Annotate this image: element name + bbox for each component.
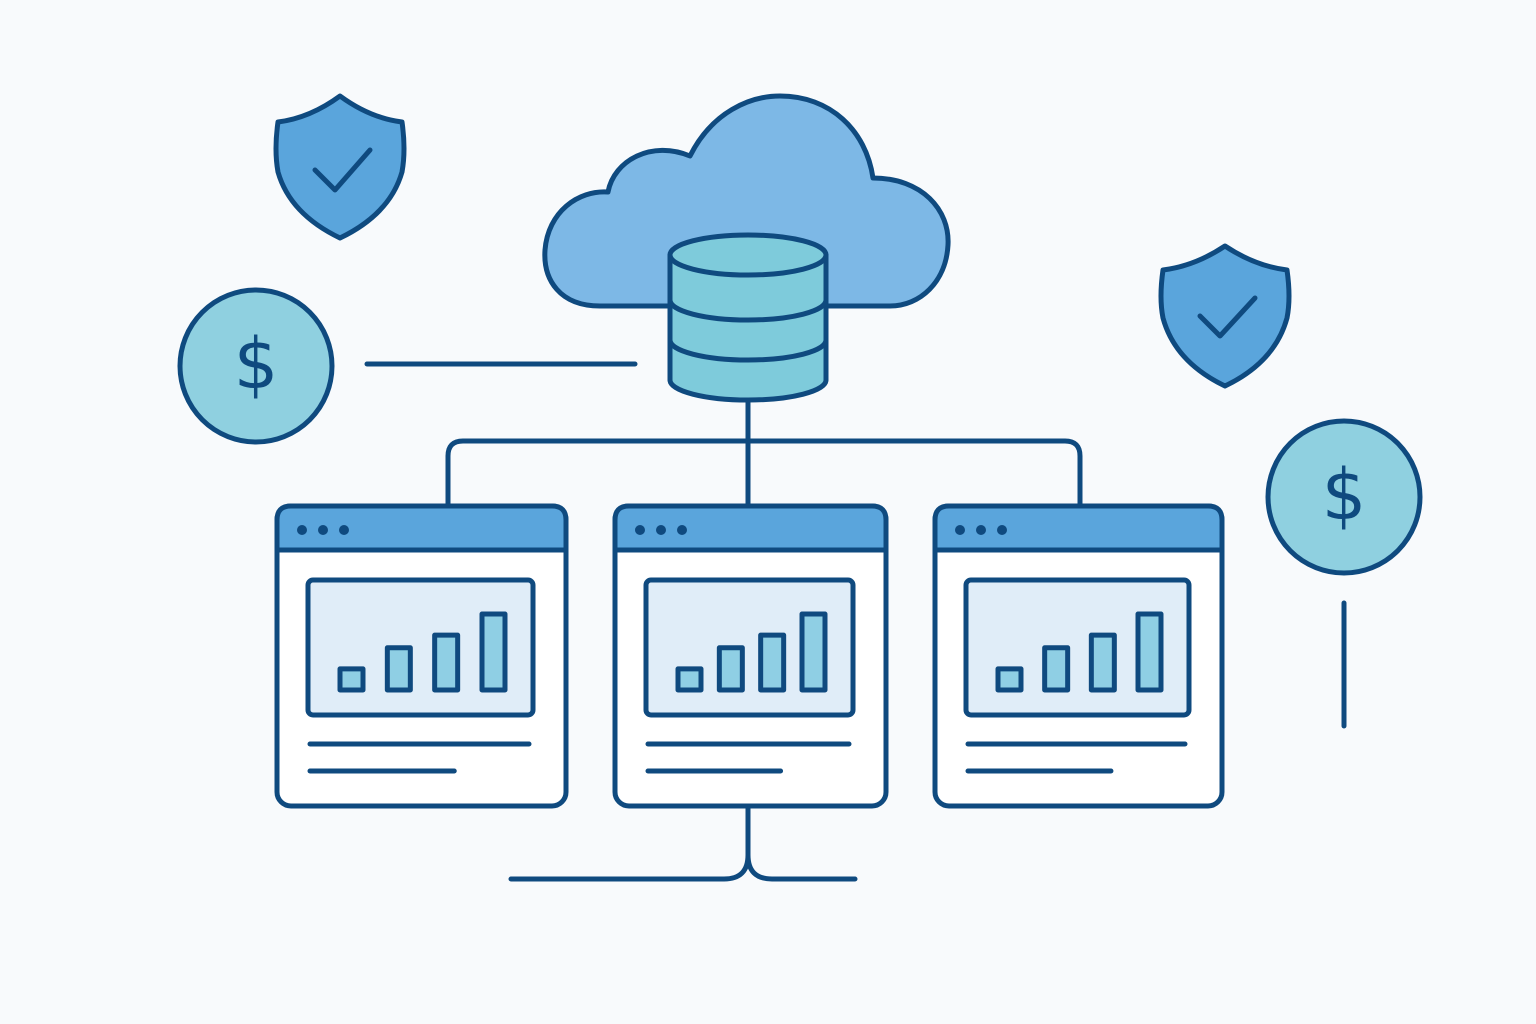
window-control-dot — [318, 525, 328, 535]
chart-bar — [432, 632, 461, 693]
chart-bar — [716, 645, 745, 693]
window-title-bar — [274, 503, 569, 553]
chart-bar — [384, 645, 413, 693]
shield-check-icon — [273, 93, 407, 241]
chart-bar — [337, 666, 366, 693]
branch-connector — [445, 438, 1083, 509]
bottom-connector — [508, 803, 858, 882]
chart-bar — [1042, 645, 1071, 693]
dashboard-window — [612, 503, 889, 809]
connectors — [364, 361, 1347, 882]
window-control-dot — [976, 525, 986, 535]
window-control-dot — [997, 525, 1007, 535]
window-title-bar — [932, 503, 1225, 553]
dashboard-window — [274, 503, 569, 809]
coin-symbol: $ — [234, 323, 279, 405]
chart-bar — [1088, 632, 1117, 693]
dashboard-window — [932, 503, 1225, 809]
dashboard-windows — [274, 503, 1225, 809]
window-control-dot — [339, 525, 349, 535]
window-control-dot — [656, 525, 666, 535]
window-control-dot — [955, 525, 965, 535]
window-control-dot — [297, 525, 307, 535]
window-control-dot — [677, 525, 687, 535]
database-icon — [667, 232, 829, 403]
coin-symbol: $ — [1322, 454, 1367, 536]
chart-bar — [995, 666, 1024, 693]
dollar-coin-icon: $ — [1265, 418, 1423, 576]
chart-bar — [675, 666, 704, 693]
dollar-coin-icon: $ — [177, 287, 335, 445]
chart-bar — [1135, 611, 1164, 693]
shield-check-icon — [1158, 243, 1292, 389]
window-title-bar — [612, 503, 889, 553]
chart-bar — [799, 611, 828, 693]
window-control-dot — [635, 525, 645, 535]
chart-bar — [479, 611, 508, 693]
cloud-icon — [542, 93, 951, 309]
chart-bar — [758, 632, 787, 693]
